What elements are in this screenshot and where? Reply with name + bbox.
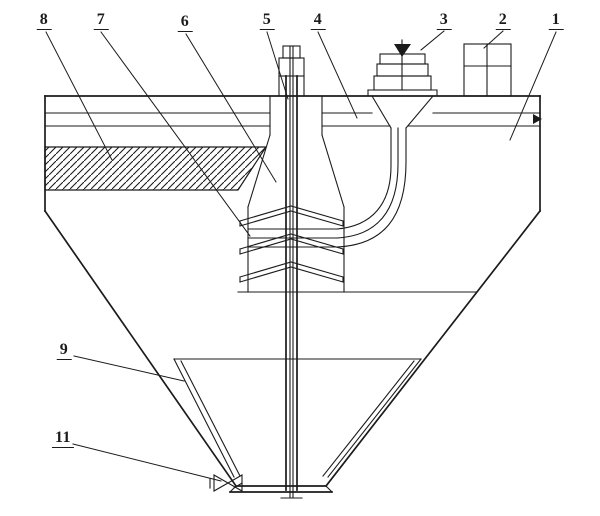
- callout-2: 2: [495, 11, 511, 30]
- leader-3: [420, 30, 445, 51]
- leader-4: [317, 31, 358, 119]
- callout-8: 8: [36, 11, 52, 30]
- cone-baffles: [239, 205, 344, 283]
- leader-2: [483, 30, 504, 49]
- drive-shaft-cone: [394, 44, 411, 57]
- leader-9: [73, 355, 185, 382]
- leader-8: [45, 31, 113, 161]
- central-shaft: [280, 45, 303, 499]
- callout-4: 4: [310, 11, 326, 30]
- hatched-feed-plate: [44, 146, 268, 191]
- feed-pipe: [247, 95, 434, 248]
- leader-lines: [45, 30, 557, 482]
- callout-1: 1: [548, 11, 564, 30]
- callout-11: 11: [51, 429, 75, 448]
- drain-valve: [209, 474, 243, 492]
- leader-11: [72, 443, 222, 482]
- feed-tank: [463, 43, 512, 97]
- section-mark: [533, 114, 542, 124]
- callout-6: 6: [177, 13, 193, 32]
- callout-7: 7: [93, 11, 109, 30]
- leader-7: [100, 31, 251, 237]
- shaft-gland: [278, 45, 305, 97]
- callout-5: 5: [259, 11, 275, 30]
- vessel-shell: [43, 95, 542, 493]
- inner-cone-lining: [173, 358, 422, 478]
- feedwell-tower: [247, 95, 345, 293]
- callout-3: 3: [436, 11, 452, 30]
- leader-1: [509, 31, 557, 141]
- callout-9: 9: [56, 341, 72, 360]
- leader-5: [266, 31, 289, 100]
- leader-6: [185, 33, 277, 183]
- drive-unit: [367, 39, 438, 97]
